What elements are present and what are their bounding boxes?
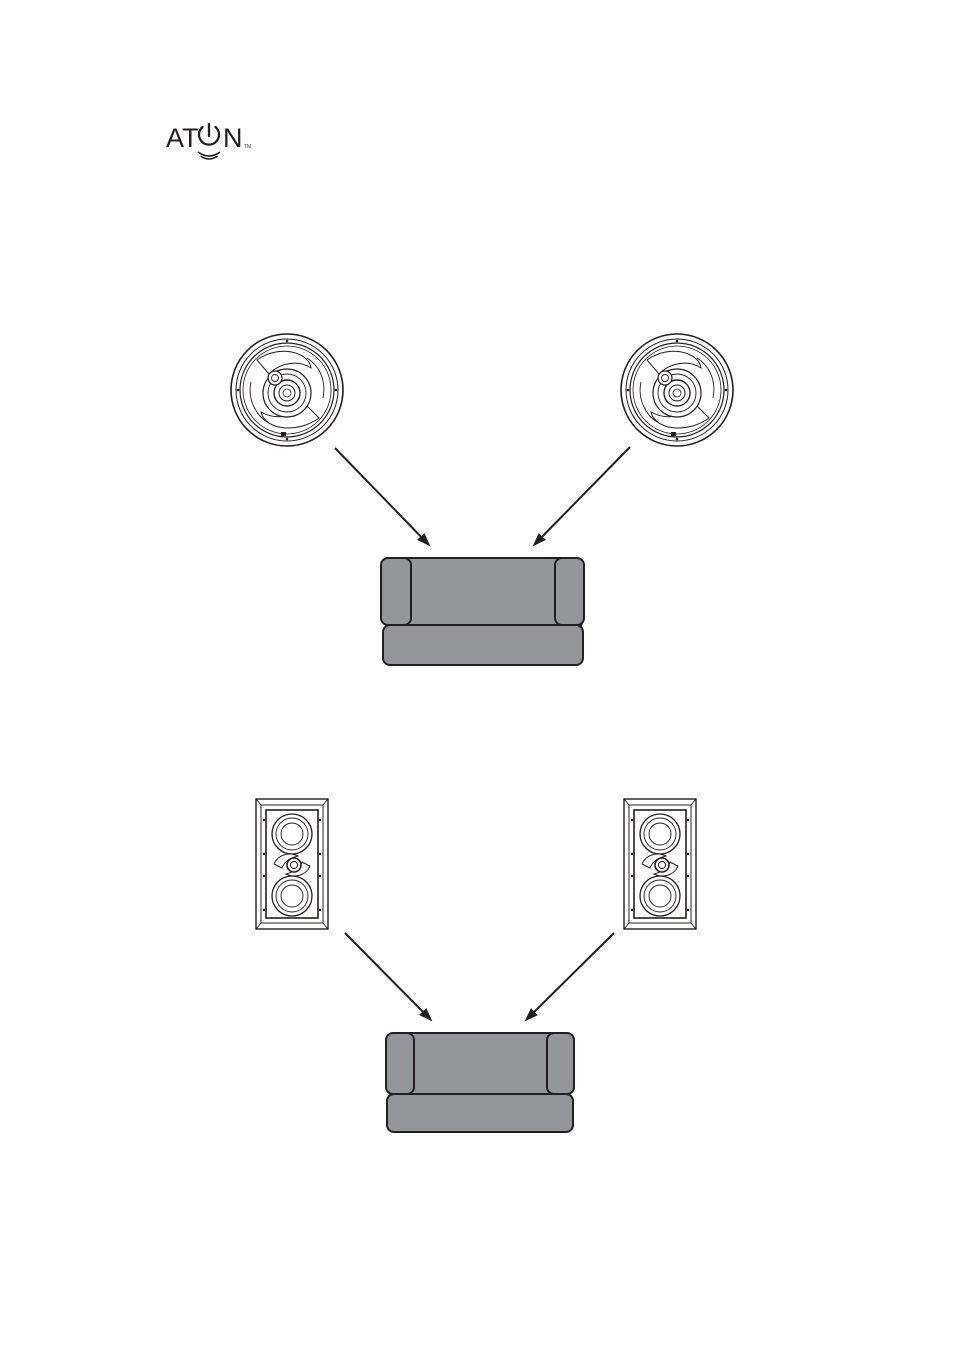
arrow-top-right-icon — [534, 447, 630, 545]
arrow-bottom-right-icon — [526, 933, 614, 1020]
ceiling-speaker-right-icon — [621, 334, 733, 446]
sofa-top-icon — [381, 558, 584, 665]
wall-speaker-right-icon — [624, 799, 696, 929]
arrow-top-left-icon — [335, 448, 429, 545]
arrow-bottom-left-icon — [345, 933, 431, 1020]
sofa-bottom-icon — [386, 1033, 574, 1132]
wall-speaker-left-icon — [256, 799, 328, 929]
ceiling-speaker-left-icon — [231, 334, 343, 446]
